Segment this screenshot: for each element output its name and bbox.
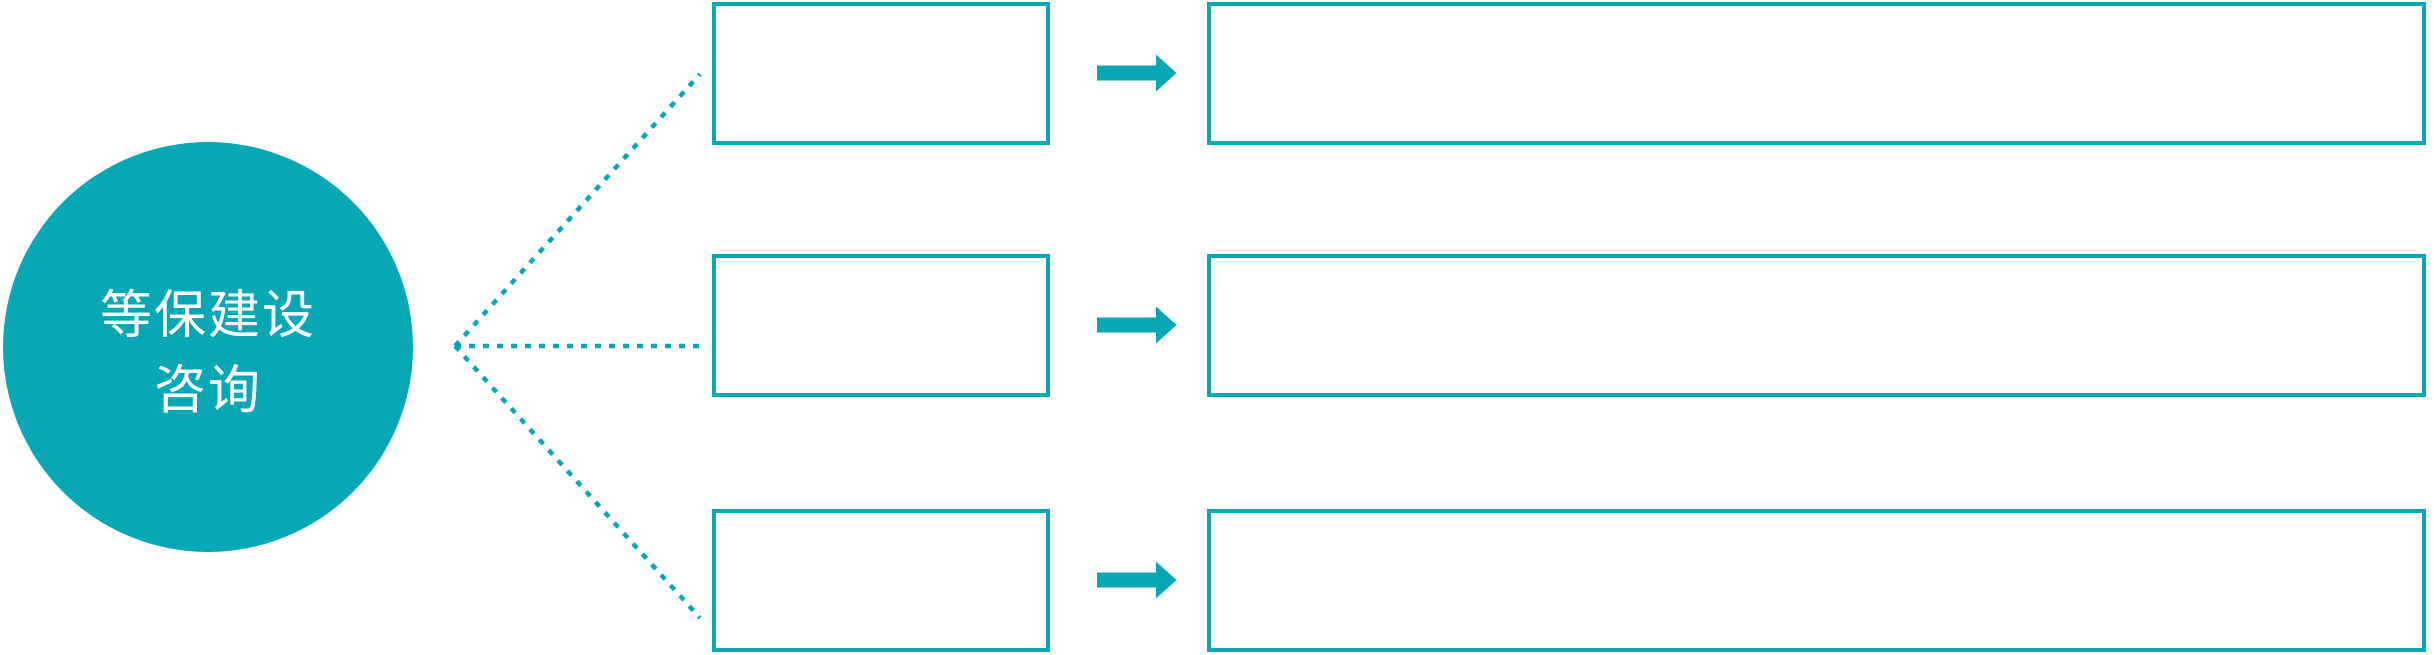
right-arrow-icon [1097,306,1177,344]
branch-row-1 [0,2,2434,145]
detail-box-1 [1207,2,2426,145]
topic-label-line1: 等保建设 [99,286,316,345]
topic-circle: 等保建设 咨询 [3,142,413,552]
branch-box-2 [712,254,1050,397]
topic-label: 等保建设 咨询 [100,279,316,430]
right-arrow-icon [1097,561,1177,599]
branch-row-3 [0,509,2434,652]
branch-box-3 [712,509,1050,652]
branch-box-1 [712,2,1050,145]
dotted-connector-bottom [453,344,702,620]
detail-box-3 [1207,509,2426,652]
right-arrow-icon [1097,54,1177,92]
topic-label-line2: 咨询 [153,362,262,420]
dotted-connector-top [453,72,702,348]
detail-box-2 [1207,254,2426,397]
branch-row-2 [0,254,2434,397]
